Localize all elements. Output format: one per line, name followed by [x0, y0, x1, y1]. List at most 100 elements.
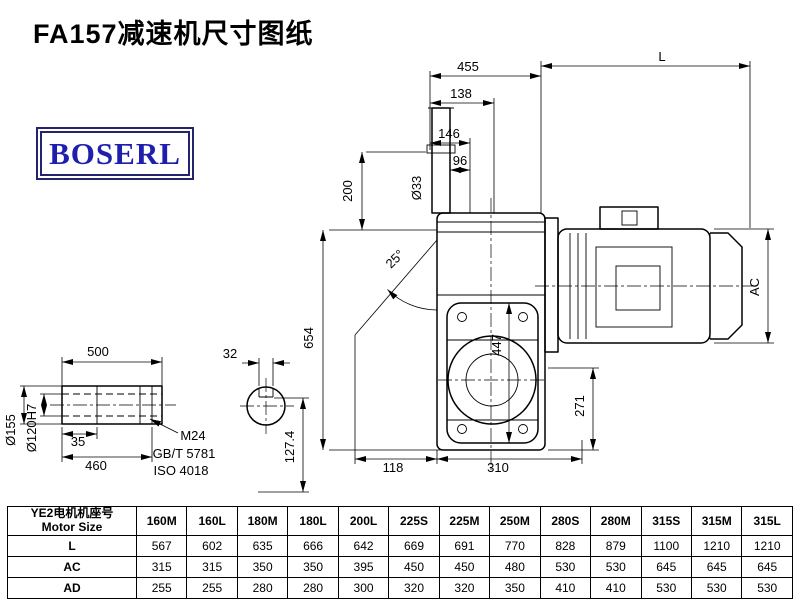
table-cell: 410	[539, 577, 592, 599]
table-cell: 315	[186, 556, 238, 578]
table-cell: 666	[287, 535, 339, 557]
dim-118-label: 118	[383, 460, 404, 475]
table-row-L: L 567 602 635 666 642 669 691 770 828 87…	[7, 535, 793, 557]
dim-dia155-label: Ø155	[3, 414, 18, 446]
column-header: 315L	[741, 506, 793, 536]
table-cell: 280	[236, 577, 289, 599]
table-cell: 669	[388, 535, 440, 557]
dim-271-label: 271	[572, 395, 587, 417]
table-cell: 320	[388, 577, 440, 599]
table-cell: 645	[640, 556, 692, 578]
table-row-AC: AC 315 315 350 350 395 450 450 480 530 5…	[7, 556, 793, 578]
table-cell: 691	[438, 535, 491, 557]
dim-460-label: 460	[85, 458, 107, 473]
dim-35-label: 35	[71, 434, 85, 449]
dim-654-label: 654	[301, 327, 316, 349]
table-cell: 879	[590, 535, 642, 557]
column-header: 315S	[640, 506, 692, 536]
terminal-box	[599, 206, 659, 230]
dim-138-label: 138	[450, 86, 472, 101]
table-cell: 280	[287, 577, 339, 599]
table-cell: 602	[186, 535, 238, 557]
table-cell: 530	[741, 577, 793, 599]
column-header: 160M	[135, 506, 188, 536]
dim-310-label: 310	[487, 460, 509, 475]
dim-96-label: 96	[453, 153, 467, 168]
thread-standard-iso-label: ISO 4018	[154, 463, 209, 478]
dim-455-label: 455	[457, 59, 479, 74]
dim-447-label: 447	[489, 334, 504, 356]
table-cell: 410	[590, 577, 642, 599]
gearbox-front-view	[426, 107, 546, 451]
table-header-row: YE2电机机座号 Motor Size 160M 160L 180M 180L …	[7, 506, 793, 536]
row-label: AC	[7, 556, 137, 578]
table-cell: 350	[489, 577, 541, 599]
table-cell: 255	[186, 577, 238, 599]
table-cell: 1210	[690, 535, 743, 557]
logo-frame: BOSERL	[40, 131, 190, 176]
motor-size-header-en: Motor Size	[41, 520, 103, 534]
logo-text: BOSERL	[49, 135, 181, 171]
table-cell: 315	[135, 556, 188, 578]
page-title: FA157减速机尺寸图纸	[33, 19, 314, 49]
dim-L-label: L	[658, 49, 665, 64]
table-cell: 300	[337, 577, 390, 599]
column-header: 225S	[388, 506, 440, 536]
table-cell: 530	[539, 556, 592, 578]
table-cell: 450	[388, 556, 440, 578]
dim-200-label: 200	[340, 180, 355, 202]
thread-standard-gb-label: GB/T 5781	[153, 446, 216, 461]
table-cell: 480	[489, 556, 541, 578]
dim-146-label: 146	[438, 126, 460, 141]
output-shaft-side-view	[61, 385, 163, 425]
table-cell: 770	[489, 535, 541, 557]
technical-drawing: 455 L 138 146 96 Ø33 200 25° 654 447 AC …	[3, 49, 774, 493]
table-cell: 395	[337, 556, 390, 578]
dimension-lines	[20, 61, 774, 493]
logo-box: BOSERL	[36, 127, 194, 180]
table-cell: 1100	[640, 535, 692, 557]
table-cell: 567	[135, 535, 188, 557]
dim-127-label: 127.4	[282, 431, 297, 464]
table-cell: 1210	[741, 535, 793, 557]
column-header: 200L	[337, 506, 390, 536]
table-row-AD: AD 255 255 280 280 300 320 320 350 410 4…	[7, 577, 793, 599]
motor-size-header-cn: YE2电机机座号	[30, 506, 114, 521]
motor-side-view	[544, 206, 743, 353]
table-cell: 320	[438, 577, 491, 599]
column-header: 225M	[438, 506, 491, 536]
motor-size-table: YE2电机机座号 Motor Size 160M 160L 180M 180L …	[7, 506, 793, 599]
column-header: 315M	[690, 506, 743, 536]
thread-spec-label: M24	[180, 428, 205, 443]
column-header: 180L	[287, 506, 339, 536]
shaft-section-view	[246, 386, 286, 426]
table-cell: 635	[236, 535, 289, 557]
table-cell: 530	[690, 577, 743, 599]
table-cell: 350	[236, 556, 289, 578]
table-cell: 530	[590, 556, 642, 578]
column-header: 280S	[539, 506, 592, 536]
dim-500-label: 500	[87, 344, 109, 359]
table-cell: 642	[337, 535, 390, 557]
table-cell: 530	[640, 577, 692, 599]
table-cell: 255	[135, 577, 188, 599]
dimension-labels: 455 L 138 146 96 Ø33 200 25° 654 447 AC …	[3, 49, 762, 478]
table-cell: 350	[287, 556, 339, 578]
dim-32-label: 32	[223, 346, 237, 361]
dim-dia120-label: Ø120H7	[24, 404, 39, 452]
column-header: 280M	[590, 506, 642, 536]
column-header: 180M	[236, 506, 289, 536]
dim-shaft-dia-label: Ø33	[409, 176, 424, 201]
motor-size-header: YE2电机机座号 Motor Size	[7, 506, 137, 536]
column-header: 160L	[186, 506, 238, 536]
table-cell: 645	[690, 556, 743, 578]
row-label: AD	[7, 577, 137, 599]
dim-angle-label: 25°	[383, 247, 408, 272]
column-header: 250M	[489, 506, 541, 536]
dim-AC-label: AC	[747, 278, 762, 296]
centerlines	[50, 198, 758, 470]
table-cell: 450	[438, 556, 491, 578]
row-label: L	[7, 535, 137, 557]
table-cell: 645	[741, 556, 793, 578]
